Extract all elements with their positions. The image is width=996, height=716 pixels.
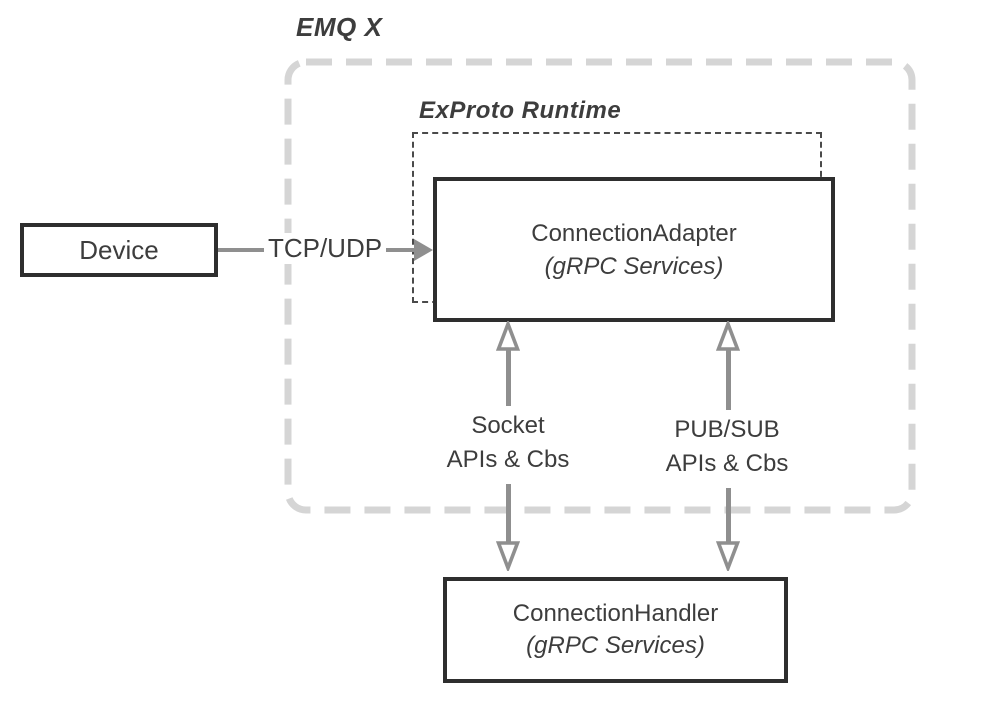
connection-handler-box: ConnectionHandler (gRPC Services) xyxy=(443,577,788,683)
socket-arrow-line-upper xyxy=(506,350,511,406)
emqx-boundary xyxy=(284,58,916,514)
socket-apis-label-line1: Socket xyxy=(471,412,545,439)
pubsub-apis-label: PUB/SUB APIs & Cbs xyxy=(642,413,812,481)
socket-arrowhead-down-icon xyxy=(496,541,520,571)
socket-arrowhead-up-icon xyxy=(496,321,520,351)
connection-adapter-box: ConnectionAdapter (gRPC Services) xyxy=(433,177,835,322)
tcp-udp-arrow-label: TCP/UDP xyxy=(264,233,386,264)
emqx-section-label: EMQ X xyxy=(296,12,383,42)
pubsub-apis-label-line1: PUB/SUB xyxy=(674,416,780,443)
socket-apis-label: Socket APIs & Cbs xyxy=(423,409,593,477)
device-title: Device xyxy=(79,234,159,265)
emqx-boundary-rect xyxy=(284,58,916,514)
connection-handler-title: ConnectionHandler xyxy=(512,600,719,627)
connection-handler-subtitle: (gRPC Services) xyxy=(526,632,705,659)
exproto-runtime-label: ExProto Runtime xyxy=(419,97,622,124)
pubsub-arrowhead-up-icon xyxy=(716,321,740,351)
connection-adapter-title: ConnectionAdapter xyxy=(531,219,737,247)
connection-adapter-subtitle: (gRPC Services) xyxy=(544,252,724,280)
socket-apis-label-line2: APIs & Cbs xyxy=(446,446,570,473)
pubsub-apis-label-line2: APIs & Cbs xyxy=(665,450,789,477)
device-box: Device xyxy=(20,223,218,277)
socket-arrow-line-lower xyxy=(506,484,511,542)
tcp-udp-arrowhead-icon xyxy=(414,239,433,261)
pubsub-arrow-line-lower xyxy=(726,488,731,542)
pubsub-arrow-line-upper xyxy=(726,350,731,410)
pubsub-arrowhead-down-icon xyxy=(716,541,740,571)
